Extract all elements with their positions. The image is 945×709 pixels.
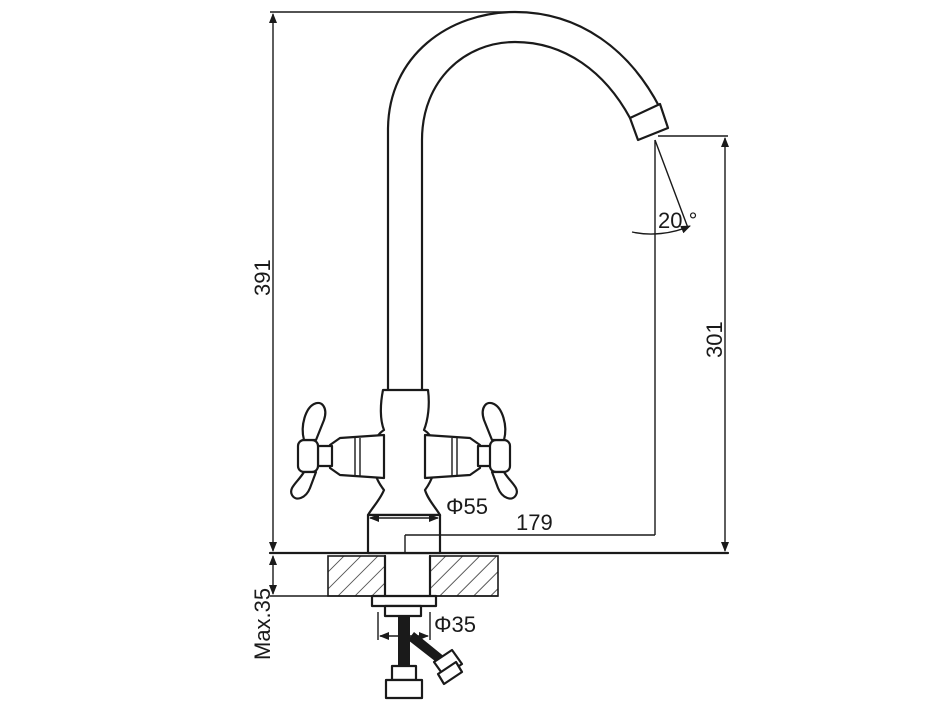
dim-max-thickness: Max.35	[250, 588, 275, 660]
dim-base-diameter: Φ55	[446, 494, 488, 519]
right-handle	[423, 401, 518, 500]
mounting-hardware	[370, 594, 464, 700]
dim-total-height: 391	[250, 259, 275, 296]
dim-spout-height: 301	[702, 321, 727, 358]
left-handle	[290, 401, 386, 500]
countertop	[268, 551, 730, 598]
dimension-lines	[269, 11, 729, 640]
spout	[386, 10, 670, 392]
dim-spout-angle: 20 °	[658, 208, 697, 233]
dim-reach: 179	[516, 510, 553, 535]
dim-hole-diameter: Φ35	[434, 612, 476, 637]
